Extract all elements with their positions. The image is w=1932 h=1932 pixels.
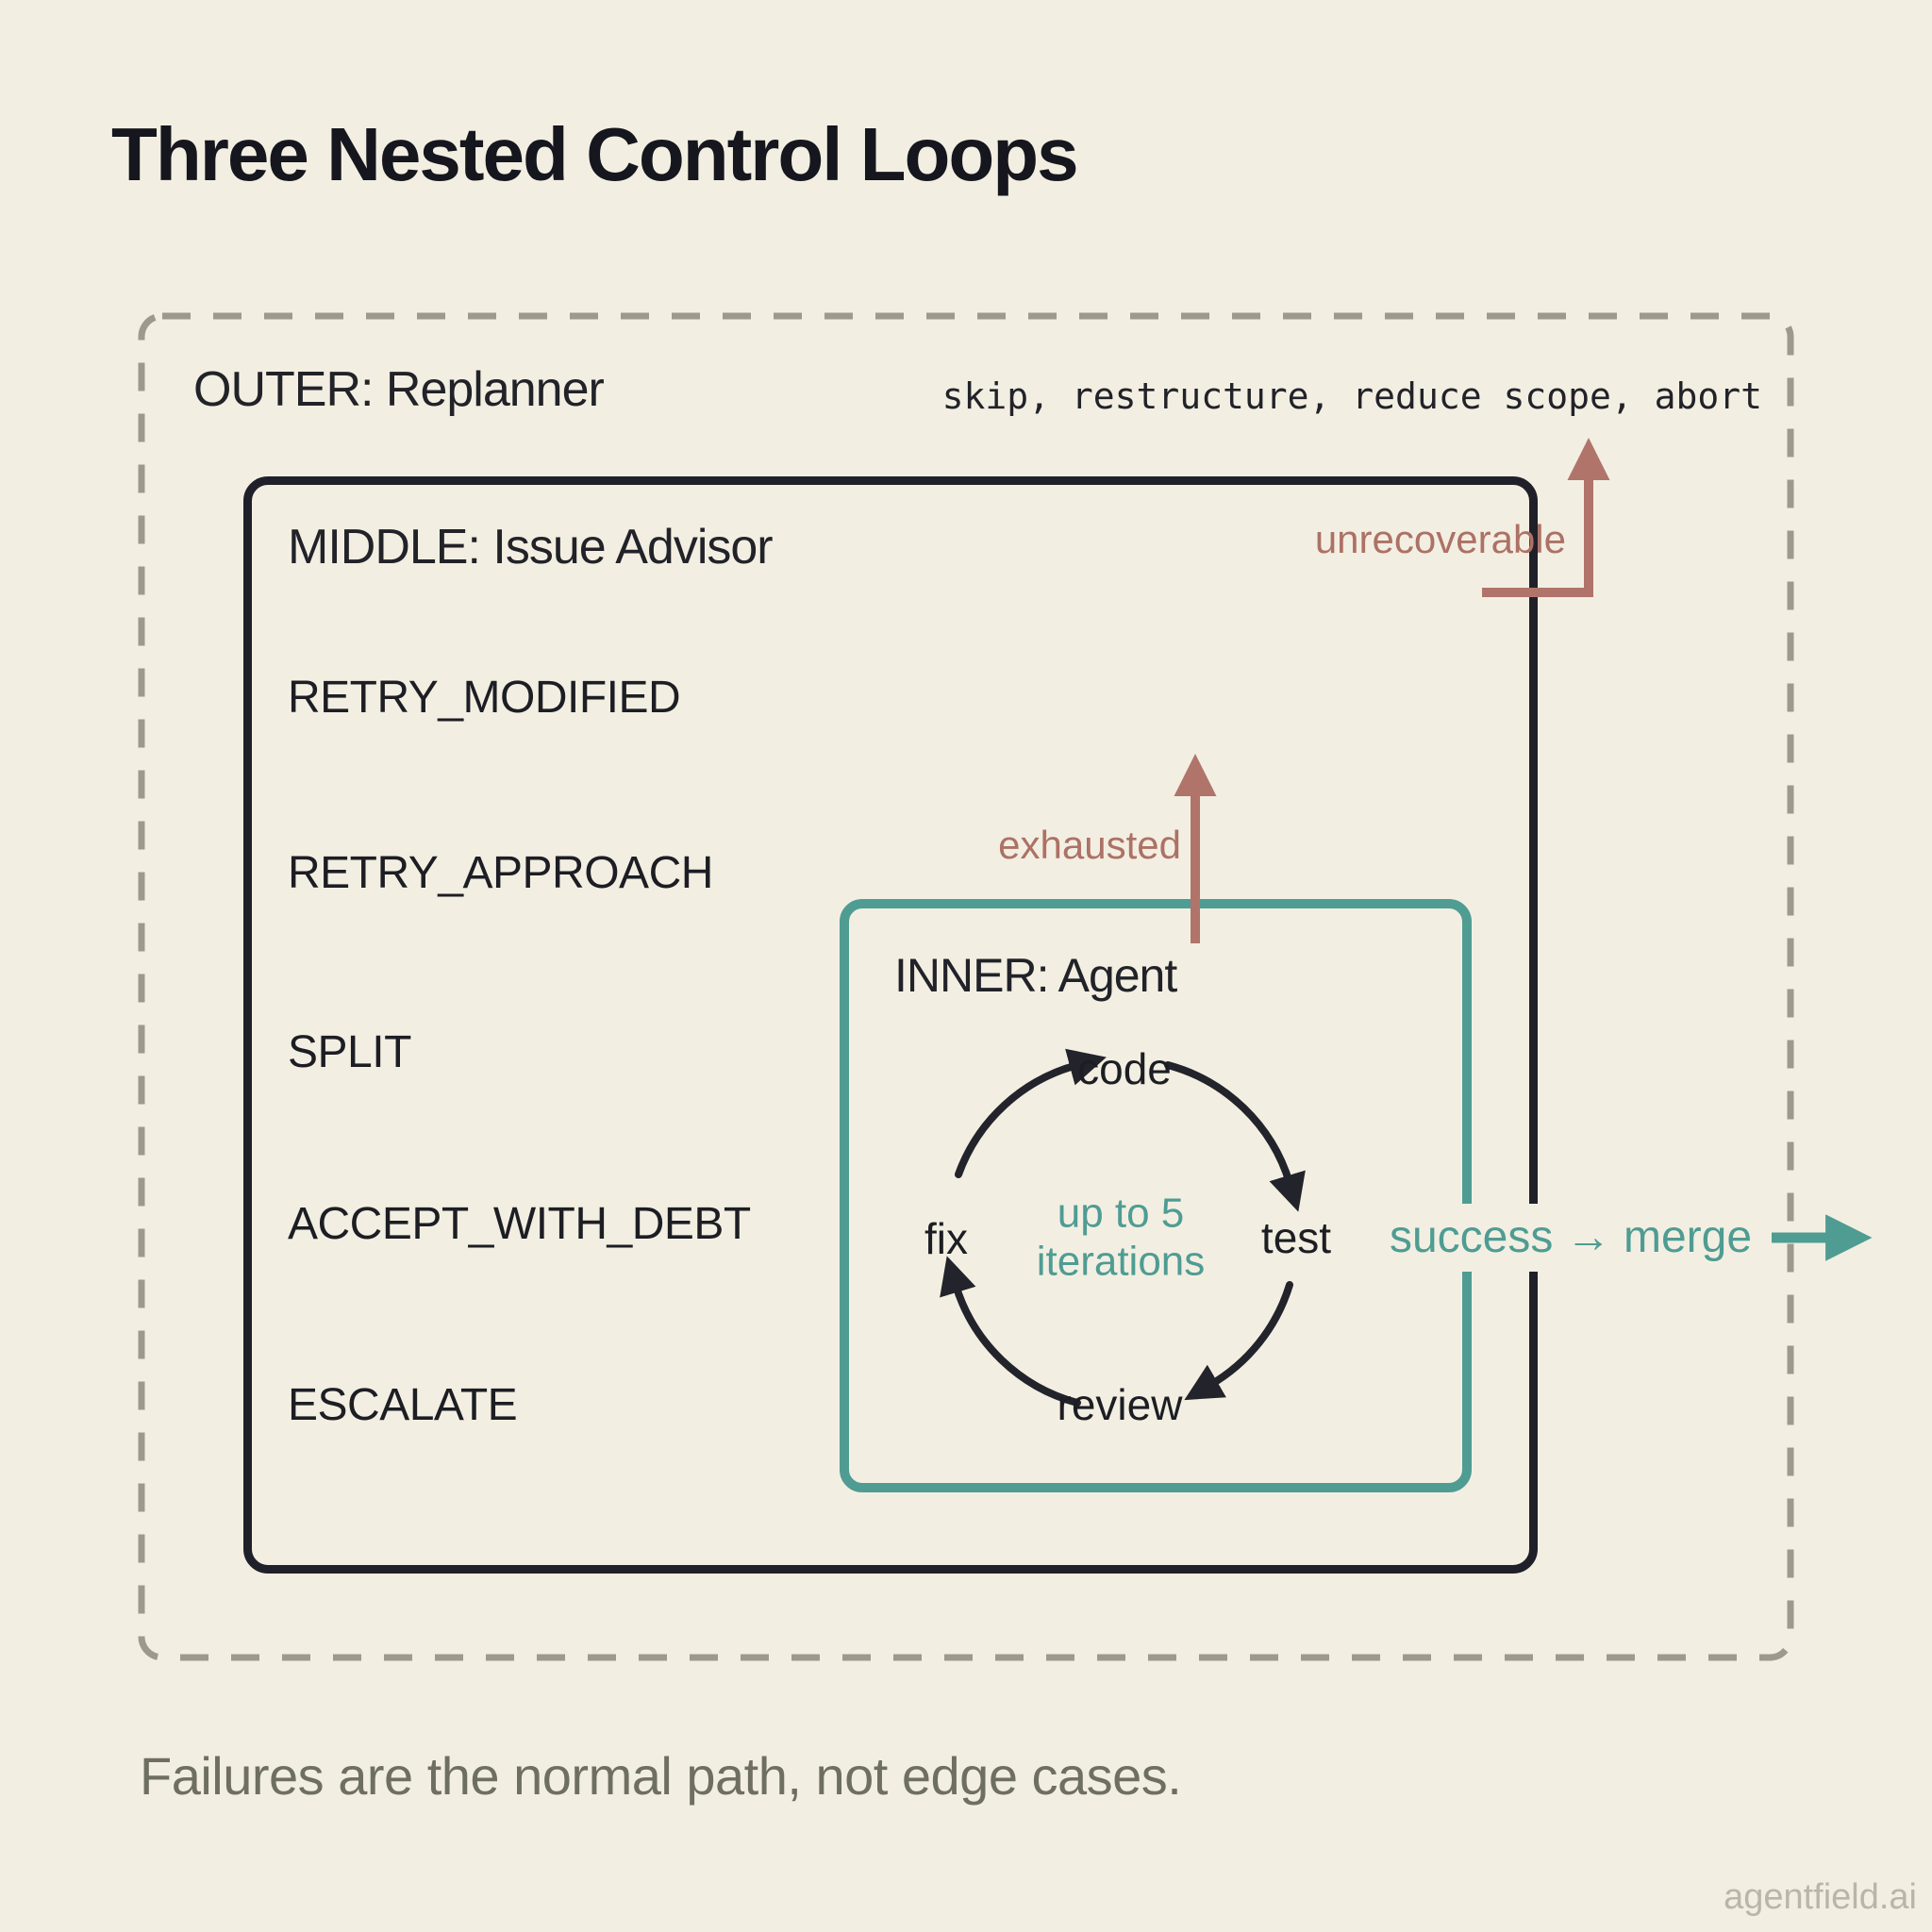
watermark: agentfield.ai — [1724, 1877, 1917, 1917]
page-title: Three Nested Control Loops — [111, 112, 1079, 196]
success-merge-label: success → merge — [1377, 1204, 1764, 1272]
loop-step-fix: fix — [924, 1214, 968, 1263]
strategy-accept-with-debt: ACCEPT_WITH_DEBT — [288, 1199, 751, 1249]
unrecoverable-label: unrecoverable — [1314, 517, 1566, 561]
strategy-retry-approach: RETRY_APPROACH — [288, 848, 713, 898]
exhausted-label: exhausted — [998, 823, 1181, 867]
tagline: Failures are the normal path, not edge c… — [140, 1746, 1182, 1806]
inner-box-label: INNER: Agent — [894, 949, 1177, 1002]
loop-step-review: review — [1057, 1380, 1183, 1429]
loop-iterations-note: up to 5 iterations — [1036, 1190, 1206, 1284]
strategy-split: SPLIT — [288, 1027, 411, 1077]
strategy-escalate: ESCALATE — [288, 1380, 518, 1430]
outer-box-label: OUTER: Replanner — [193, 362, 605, 417]
loop-step-code: code — [1077, 1044, 1172, 1093]
loop-step-test: test — [1260, 1213, 1332, 1262]
middle-box-label: MIDDLE: Issue Advisor — [288, 520, 774, 575]
outer-box-actions: skip, restructure, reduce scope, abort — [941, 375, 1762, 417]
strategy-retry-modified: RETRY_MODIFIED — [288, 673, 681, 723]
